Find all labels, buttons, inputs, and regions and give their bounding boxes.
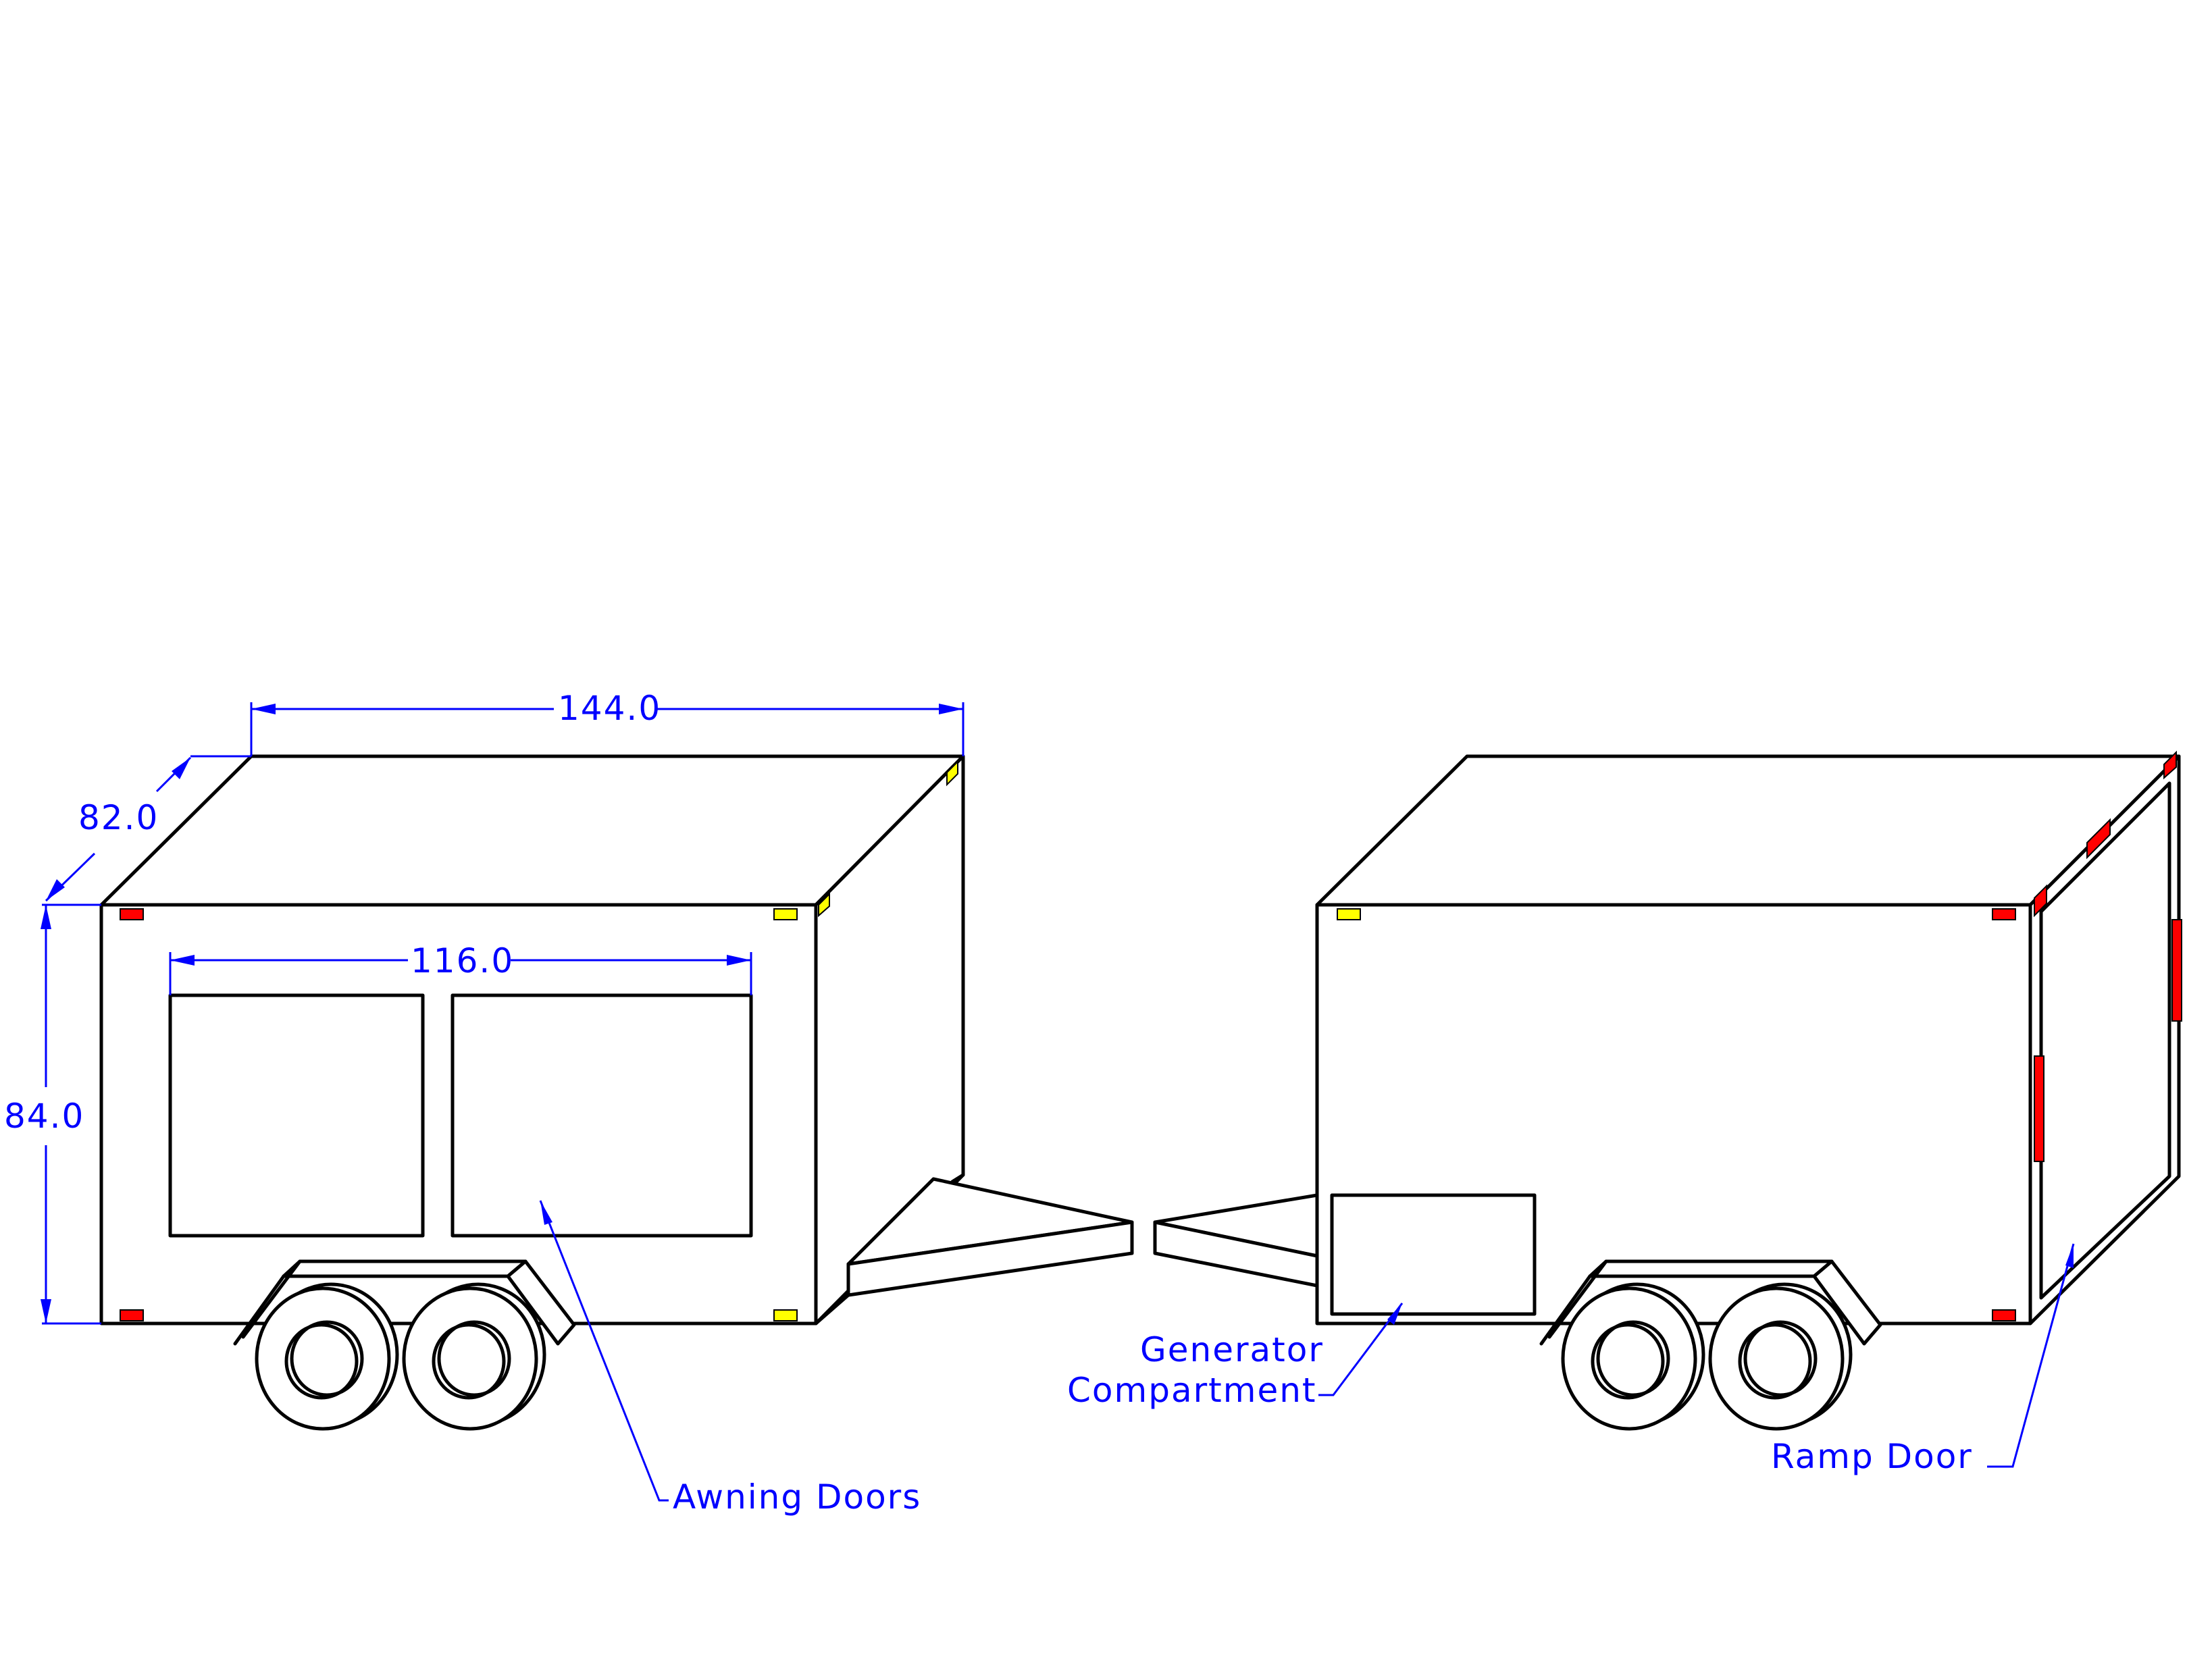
dimension-width-label: 82.0 <box>78 798 159 837</box>
marker-light-icon <box>1337 908 1361 920</box>
generator-label-line1: Generator <box>1140 1330 1324 1369</box>
awning-doors-label: Awning Doors <box>673 1477 921 1517</box>
tail-light-icon <box>1992 1309 2016 1321</box>
right-trailer-rear-face <box>2028 754 2181 1325</box>
right-trailer-side-face <box>1315 903 2032 1325</box>
generator-compartment-door <box>1330 1193 1537 1316</box>
dimension-door-span: 116.0 <box>169 941 752 995</box>
right-trailer-fender <box>1539 1259 1882 1346</box>
right-trailer-wheel-2 <box>1708 1282 1853 1431</box>
right-trailer-top-face <box>1315 754 2181 907</box>
tail-light-icon <box>2163 750 2177 780</box>
awning-door-right <box>451 993 753 1238</box>
generator-label-line2: Compartment <box>1067 1371 1317 1410</box>
left-trailer-top-face <box>99 754 965 907</box>
ramp-door-label: Ramp Door <box>1771 1437 1973 1476</box>
tail-light-icon <box>120 1309 144 1321</box>
awning-door-left <box>168 993 425 1238</box>
marker-light-icon <box>946 760 958 787</box>
dimension-height: 84.0 <box>4 905 101 1325</box>
dimension-length-label: 144.0 <box>558 689 661 728</box>
tail-light-icon <box>120 908 144 920</box>
right-trailer-tongue <box>1153 1193 1319 1288</box>
left-trailer <box>99 754 1134 1431</box>
tail-light-icon <box>2086 818 2111 860</box>
dimension-length: 144.0 <box>250 689 964 756</box>
left-trailer-wheel-1 <box>255 1282 399 1431</box>
tail-light-icon <box>2171 919 2182 1022</box>
callout-ramp-door: Ramp Door <box>1771 1243 2075 1476</box>
left-trailer-wheel-2 <box>402 1282 546 1431</box>
marker-light-icon <box>773 1309 798 1321</box>
callout-generator-compartment: Generator Compartment <box>1067 1303 1404 1410</box>
left-trailer-fender <box>233 1259 576 1346</box>
dimension-height-label: 84.0 <box>4 1097 84 1136</box>
dimension-door-span-label: 116.0 <box>411 941 514 980</box>
marker-light-icon <box>818 892 830 918</box>
tail-light-icon <box>1992 908 2016 920</box>
tail-light-icon <box>2034 884 2047 918</box>
ramp-door-frame <box>2039 781 2171 1300</box>
left-trailer-tongue <box>814 1173 1134 1325</box>
callout-awning-doors: Awning Doors <box>539 1200 921 1517</box>
right-trailer <box>1153 750 2182 1431</box>
right-trailer-wheel-1 <box>1561 1282 1705 1431</box>
dimension-width: 82.0 <box>42 755 251 906</box>
marker-light-icon <box>773 908 798 920</box>
left-trailer-side-face <box>99 903 818 1325</box>
tail-light-icon <box>2034 1055 2044 1162</box>
